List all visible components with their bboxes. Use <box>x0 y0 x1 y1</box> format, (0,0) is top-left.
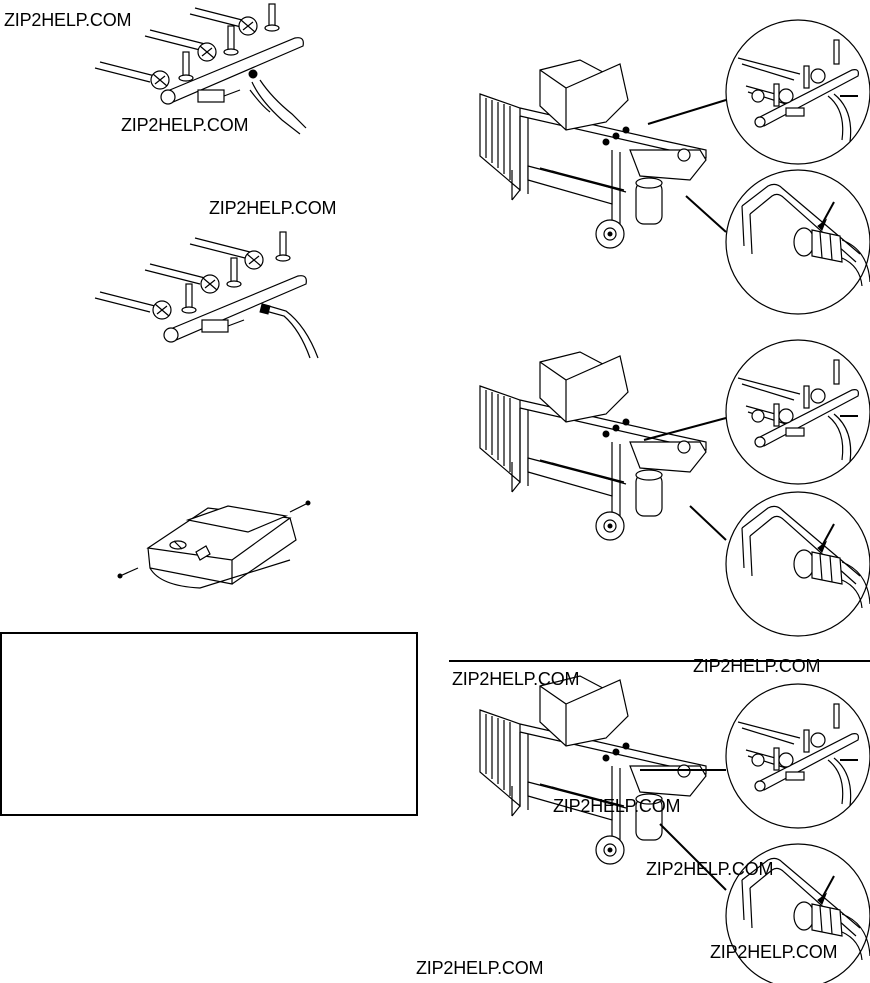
section-divider <box>449 660 870 662</box>
grill-drawing-2 <box>479 351 707 541</box>
watermark: ZIP2HELP.COM <box>416 958 544 978</box>
figure-manifold-hose <box>94 231 319 359</box>
valve-3 <box>238 3 280 36</box>
figure-manifold-wrench <box>94 3 307 135</box>
watermark: ZIP2HELP.COM <box>646 859 774 879</box>
detail-circle-valve-1 <box>725 19 870 165</box>
detail-circle-tank-1 <box>725 169 870 315</box>
watermark: ZIP2HELP.COM <box>710 942 838 962</box>
pointer-lines <box>640 99 727 891</box>
grill-drawing-1 <box>479 59 707 249</box>
valve-2 <box>197 25 239 62</box>
watermark: ZIP2HELP.COM <box>209 198 337 218</box>
watermark: ZIP2HELP.COM <box>4 10 132 30</box>
notice-box <box>0 632 418 816</box>
valve-b <box>200 257 242 294</box>
watermark: ZIP2HELP.COM <box>121 115 249 135</box>
valve-a <box>152 283 197 320</box>
detail-circle-valve-3 <box>725 683 870 829</box>
figure-control-cover <box>117 500 311 589</box>
watermark: ZIP2HELP.COM <box>452 669 580 689</box>
detail-circle-valve-2 <box>725 339 870 485</box>
valve-1 <box>150 51 194 90</box>
watermark: ZIP2HELP.COM <box>693 656 821 676</box>
watermark: ZIP2HELP.COM <box>553 796 681 816</box>
detail-circle-tank-2 <box>725 491 870 637</box>
valve-c <box>244 231 291 270</box>
